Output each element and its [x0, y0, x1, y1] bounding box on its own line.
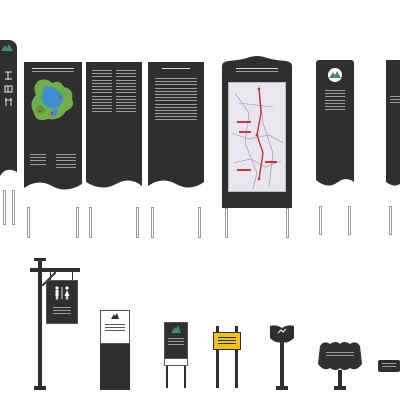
shield-post-sign [268, 324, 296, 390]
sign-post-left [3, 190, 6, 225]
wave-decoration [386, 182, 400, 206]
restroom-board [46, 280, 78, 324]
sign-white-header [100, 310, 130, 344]
shield-sign-top [270, 325, 294, 343]
sign-text-lines [325, 90, 345, 112]
warning-board [213, 332, 241, 350]
sign-post-right [348, 206, 351, 235]
sign-title-line [32, 68, 74, 74]
large-sign-4-intro [148, 62, 204, 238]
route-map-lines [230, 84, 284, 190]
sign-arm [30, 268, 80, 272]
wave-decoration [86, 180, 142, 207]
hanging-chain-left [50, 272, 51, 280]
sign-post-left [27, 207, 30, 238]
sign-title-line [236, 68, 278, 74]
small-plaque [378, 360, 400, 372]
large-sign-6-logo [316, 60, 356, 235]
warning-post-right [235, 326, 238, 388]
sign-text-lines [390, 96, 400, 106]
sign-panel [100, 344, 130, 384]
sign-post-right [286, 208, 289, 238]
sign-pole [38, 258, 42, 390]
sign-base [100, 384, 130, 390]
sign-text-lines [326, 352, 354, 358]
sign-panel [0, 40, 17, 190]
large-sign-2-map [24, 62, 82, 238]
scalloped-post-sign [316, 340, 364, 390]
sign-post-left [166, 366, 168, 388]
sign-base [334, 386, 346, 390]
sign-white-base [164, 358, 188, 366]
sign-title-line [162, 68, 190, 71]
mountain-logo-icon [328, 68, 342, 82]
small-lectern-sign [164, 322, 188, 390]
mountain-logo-icon [111, 313, 119, 319]
warning-post-left [216, 326, 219, 388]
mountain-logo-icon [171, 325, 181, 333]
sign-post-right [136, 207, 139, 238]
sign-post-left [389, 206, 392, 235]
large-sign-5-route-map [222, 56, 292, 238]
mountain-logo-icon [1, 44, 13, 51]
sign-base [276, 386, 288, 390]
sign-text-lines [168, 338, 184, 348]
restroom-text-lines [53, 307, 71, 317]
lake-map-illustration [31, 79, 74, 121]
sign-text-lines-left [92, 70, 112, 115]
sign-pole [338, 370, 342, 388]
sign-base [34, 386, 46, 390]
large-sign-1 [0, 40, 20, 240]
sign-pole-cap [34, 258, 46, 261]
sign-text-lines-right [116, 70, 136, 115]
large-sign-3-text [86, 62, 142, 238]
sign-post-left [319, 206, 322, 235]
warning-sign [212, 326, 242, 390]
sign-text-lines [155, 78, 197, 123]
route-map-frame [228, 82, 286, 192]
sign-arm-brace [42, 272, 56, 286]
sign-text-lines [105, 324, 125, 334]
sign-post-right [198, 207, 201, 238]
wave-decoration [24, 182, 82, 207]
sign-post-left [89, 207, 92, 238]
warning-text-lines [218, 337, 236, 347]
small-info-sign [100, 310, 130, 390]
restroom-icon [55, 286, 70, 300]
restroom-hanging-sign [28, 258, 84, 390]
plaque-text-lines [382, 363, 396, 369]
wave-decoration [0, 169, 17, 190]
sign-post-right [12, 190, 15, 225]
sign-pole [280, 342, 284, 386]
legend-lines-left [30, 154, 46, 167]
sign-post-left [151, 207, 154, 238]
sign-post-left [225, 208, 228, 238]
hanging-chain-right [72, 272, 73, 280]
sign-post-right [76, 207, 79, 238]
wave-decoration [316, 179, 354, 206]
large-sign-7-partial [386, 60, 400, 235]
sign-post-right [184, 366, 186, 388]
wave-decoration [148, 180, 204, 207]
sign-1-vertical-glyphs [4, 71, 13, 106]
legend-lines-right [56, 154, 76, 170]
